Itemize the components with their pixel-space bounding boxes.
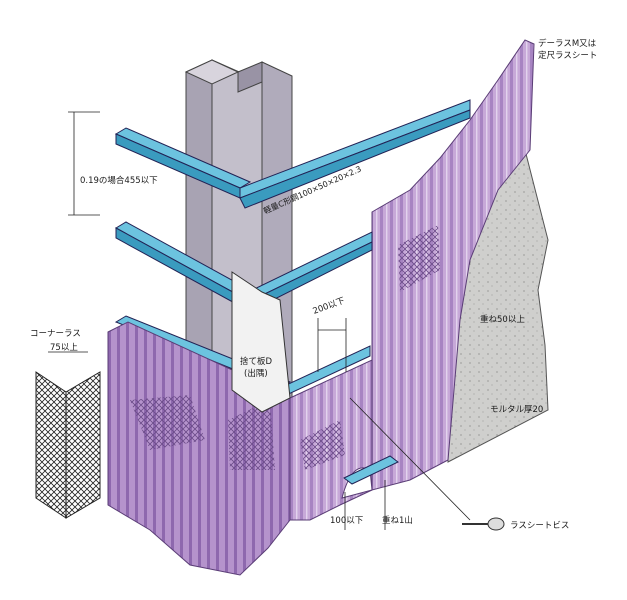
c-channel-top (114, 99, 471, 209)
corner-lath (35, 371, 101, 519)
label-screw: ラスシートビス (510, 521, 569, 531)
label-pitch: 0.19の場合455以下 (80, 175, 158, 186)
label-mortar: モルタル厚20 (490, 405, 543, 415)
lath-screw-icon (462, 517, 505, 531)
label-sacrificial-1: 捨て板D (240, 356, 273, 367)
back-lath-sheet (371, 39, 535, 491)
label-sacrificial-2: (出隅) (244, 368, 268, 379)
label-corner-lath: コーナーラス (30, 329, 81, 339)
label-lath-type-2: 定尺ラスシート (538, 50, 597, 61)
c-channel-lower-right (343, 455, 399, 485)
label-spacing-200: 200以下 (312, 296, 347, 317)
c-channel-middle (114, 221, 373, 315)
dimension-lines (48, 111, 471, 530)
label-spacing-100: 100以下 (330, 516, 364, 526)
sacrificial-plate (231, 271, 291, 413)
label-lath-type-1: デーラスM又は (538, 38, 597, 49)
label-overlap-ridge: 重ね1山 (382, 515, 413, 526)
label-overlap-top: 重ね50以上 (480, 314, 525, 325)
label-corner-75: 75以上 (50, 343, 78, 353)
